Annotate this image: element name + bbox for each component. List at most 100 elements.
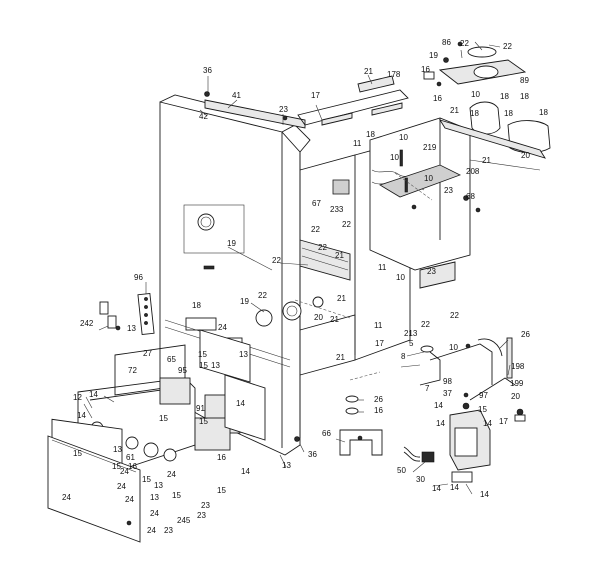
- hydraulic-group: [339, 337, 526, 483]
- callout-label: 65: [167, 355, 176, 364]
- callout-label: 14: [436, 419, 445, 428]
- callout-label: 61: [126, 453, 135, 462]
- callout-label: 24: [218, 323, 227, 332]
- callout-label: 13: [282, 461, 291, 470]
- callout-label: 198: [511, 362, 525, 371]
- callout-label: 20: [314, 313, 323, 322]
- callout-label: 68: [466, 192, 475, 201]
- assembly-guide-lines: [294, 172, 433, 381]
- callout-label: 15: [159, 414, 168, 423]
- callout-label: 242: [80, 319, 94, 328]
- callout-label: 17: [499, 417, 508, 426]
- callout-label: 22: [460, 39, 469, 48]
- callout-label: 16: [374, 406, 383, 415]
- callout-label: 20: [511, 392, 520, 401]
- callout-label: 22: [342, 220, 351, 229]
- callout-label: 7: [425, 384, 430, 393]
- callout-label: 22: [450, 311, 459, 320]
- callout-label: 19: [240, 297, 249, 306]
- callout-label: 15: [217, 486, 226, 495]
- callout-label: 22: [272, 256, 281, 265]
- callout-label: 22: [311, 225, 320, 234]
- frame-chassis: [282, 89, 411, 438]
- callout-label: 178: [387, 70, 401, 79]
- callout-label: 41: [232, 91, 241, 100]
- callout-label: 18: [470, 109, 479, 118]
- callout-label: 24: [147, 526, 156, 535]
- callout-label: 26: [374, 395, 383, 404]
- callout-label: 36: [203, 66, 212, 75]
- callout-labels: 36 41 23 42 17 21 178 86 22 22 19 16 89 …: [62, 38, 548, 535]
- callout-label: 23: [427, 267, 436, 276]
- callout-label: 50: [397, 466, 406, 475]
- callout-label: 5: [409, 339, 414, 348]
- callout-label: 15: [172, 491, 181, 500]
- callout-label: 199: [510, 379, 524, 388]
- callout-label: 208: [466, 167, 480, 176]
- callout-label: 233: [330, 205, 344, 214]
- callout-label: 18: [192, 301, 201, 310]
- callout-label: 14: [236, 399, 245, 408]
- callout-label: 10: [471, 90, 480, 99]
- callout-label: 18: [366, 130, 375, 139]
- callout-label: 11: [374, 321, 383, 330]
- callout-label: 14: [450, 483, 459, 492]
- callout-label: 16: [421, 65, 430, 74]
- callout-label: 15: [73, 449, 82, 458]
- callout-label: 14: [483, 419, 492, 428]
- callout-label: 23: [279, 105, 288, 114]
- callout-label: 21: [364, 67, 373, 76]
- callout-label: 21: [337, 294, 346, 303]
- callout-label: 21: [330, 315, 339, 324]
- leader-lines: [83, 41, 511, 495]
- callout-label: 17: [311, 91, 320, 100]
- callout-label: 26: [521, 330, 530, 339]
- callout-label: 18: [539, 108, 548, 117]
- callout-label: 10: [424, 174, 433, 183]
- callout-label: 16: [217, 453, 226, 462]
- callout-label: 15: [198, 350, 207, 359]
- callout-label: 23: [164, 526, 173, 535]
- top-trim-bar: [204, 91, 306, 442]
- bottom-cover: [47, 435, 141, 543]
- callout-label: 18: [500, 92, 509, 101]
- callout-label: 24: [117, 482, 126, 491]
- callout-label: 95: [178, 366, 187, 375]
- callout-label: 20: [521, 151, 530, 160]
- callout-label: 24: [125, 495, 134, 504]
- callout-label: 24: [150, 509, 159, 518]
- callout-label: 10: [390, 153, 399, 162]
- callout-label: 14: [480, 490, 489, 499]
- heat-exchanger: [423, 41, 551, 171]
- callout-label: 16: [128, 462, 137, 471]
- callout-label: 14: [432, 484, 441, 493]
- callout-label: 97: [479, 391, 488, 400]
- callout-label: 37: [443, 389, 452, 398]
- callout-label: 15: [478, 405, 487, 414]
- callout-label: 19: [429, 51, 438, 60]
- callout-label: 66: [322, 429, 331, 438]
- callout-label: 10: [396, 273, 405, 282]
- callout-label: 17: [375, 339, 384, 348]
- callout-label: 15: [199, 417, 208, 426]
- top-bracket: [357, 75, 395, 93]
- callout-label: 219: [423, 143, 437, 152]
- callout-label: 24: [120, 467, 129, 476]
- callout-label: 13: [113, 445, 122, 454]
- terminal-strip: [99, 292, 155, 336]
- callout-label: 24: [167, 470, 176, 479]
- callout-label: 96: [134, 273, 143, 282]
- callout-label: 213: [404, 329, 418, 338]
- callout-label: 14: [89, 390, 98, 399]
- callout-label: 23: [201, 501, 210, 510]
- callout-label: 18: [504, 109, 513, 118]
- callout-label: 14: [434, 401, 443, 410]
- callout-label: 11: [353, 139, 362, 148]
- callout-label: 15: [112, 462, 121, 471]
- callout-label: 19: [227, 239, 236, 248]
- callout-label: 13: [127, 324, 136, 333]
- callout-label: 22: [503, 42, 512, 51]
- callout-label: 22: [318, 243, 327, 252]
- callout-label: 13: [154, 481, 163, 490]
